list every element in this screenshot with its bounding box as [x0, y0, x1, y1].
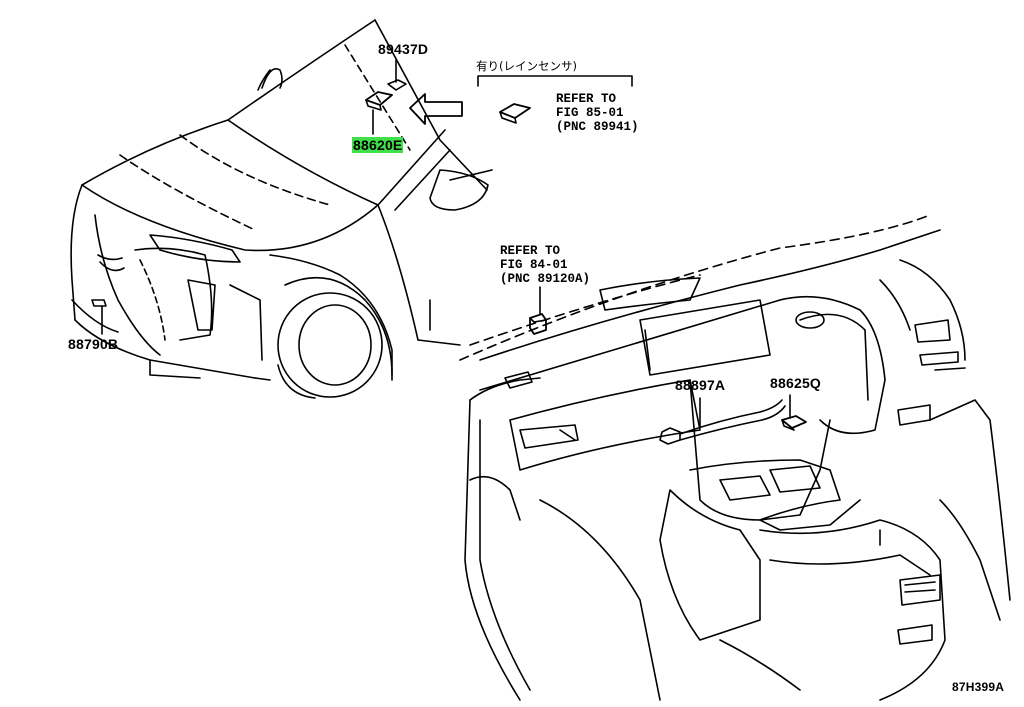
refer-line-1: REFER TO	[500, 244, 561, 258]
interior-sensor-parts	[529, 286, 807, 445]
rain-sensor-parts	[101, 59, 633, 335]
dashboard-drawing	[459, 214, 1011, 701]
figure-id: 87H399A	[952, 680, 1005, 694]
car-exterior-drawing	[70, 19, 493, 399]
refer-line-2: FIG 84-01	[500, 258, 568, 272]
refer-line-2: FIG 85-01	[556, 106, 624, 120]
callout-88790B[interactable]: 88790B	[68, 336, 119, 352]
option-bracket-label: 有り(レインセンサ)	[476, 59, 577, 73]
callout-88897A[interactable]: 88897A	[675, 377, 726, 393]
refer-line-3: (PNC 89941)	[556, 120, 639, 134]
callout-89437D[interactable]: 89437D	[378, 41, 429, 57]
callout-88625Q[interactable]: 88625Q	[770, 375, 822, 391]
callout-88620E-highlight: 88620E	[352, 137, 404, 153]
callout-88620E[interactable]: 88620E	[352, 137, 404, 153]
refer-line-3: (PNC 89120A)	[500, 272, 591, 286]
refer-line-1: REFER TO	[556, 92, 617, 106]
